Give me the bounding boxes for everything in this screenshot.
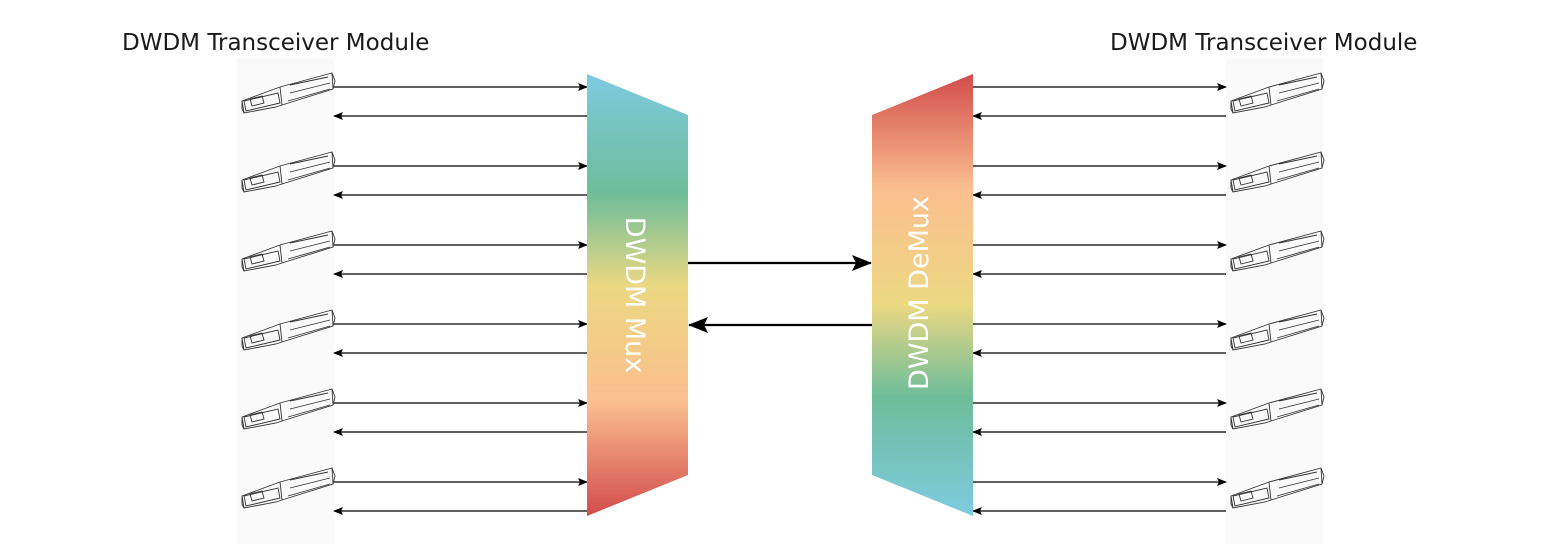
right-group-title: DWDM Transceiver Module [1110,30,1418,56]
right-transceiver-module [1230,72,1325,114]
right-transceiver-module [1230,467,1325,509]
mux-label: DWDM Mux [619,217,650,374]
mux-block [587,74,688,516]
left-transceiver-module [241,72,336,114]
left-transceiver-module [241,309,336,351]
right-transceiver-module [1230,151,1325,193]
right-transceiver-module [1230,230,1325,272]
demux-block [872,74,973,516]
left-transceiver-module [241,230,336,272]
right-transceiver-module [1230,309,1325,351]
left-modules-background [237,58,334,544]
right-transceiver-module [1230,388,1325,430]
demux-label: DWDM DeMux [904,196,935,390]
right-modules-background [1226,58,1323,544]
left-transceiver-module [241,388,336,430]
left-transceiver-module [241,151,336,193]
left-group-title: DWDM Transceiver Module [122,30,430,56]
left-transceiver-module [241,467,336,509]
